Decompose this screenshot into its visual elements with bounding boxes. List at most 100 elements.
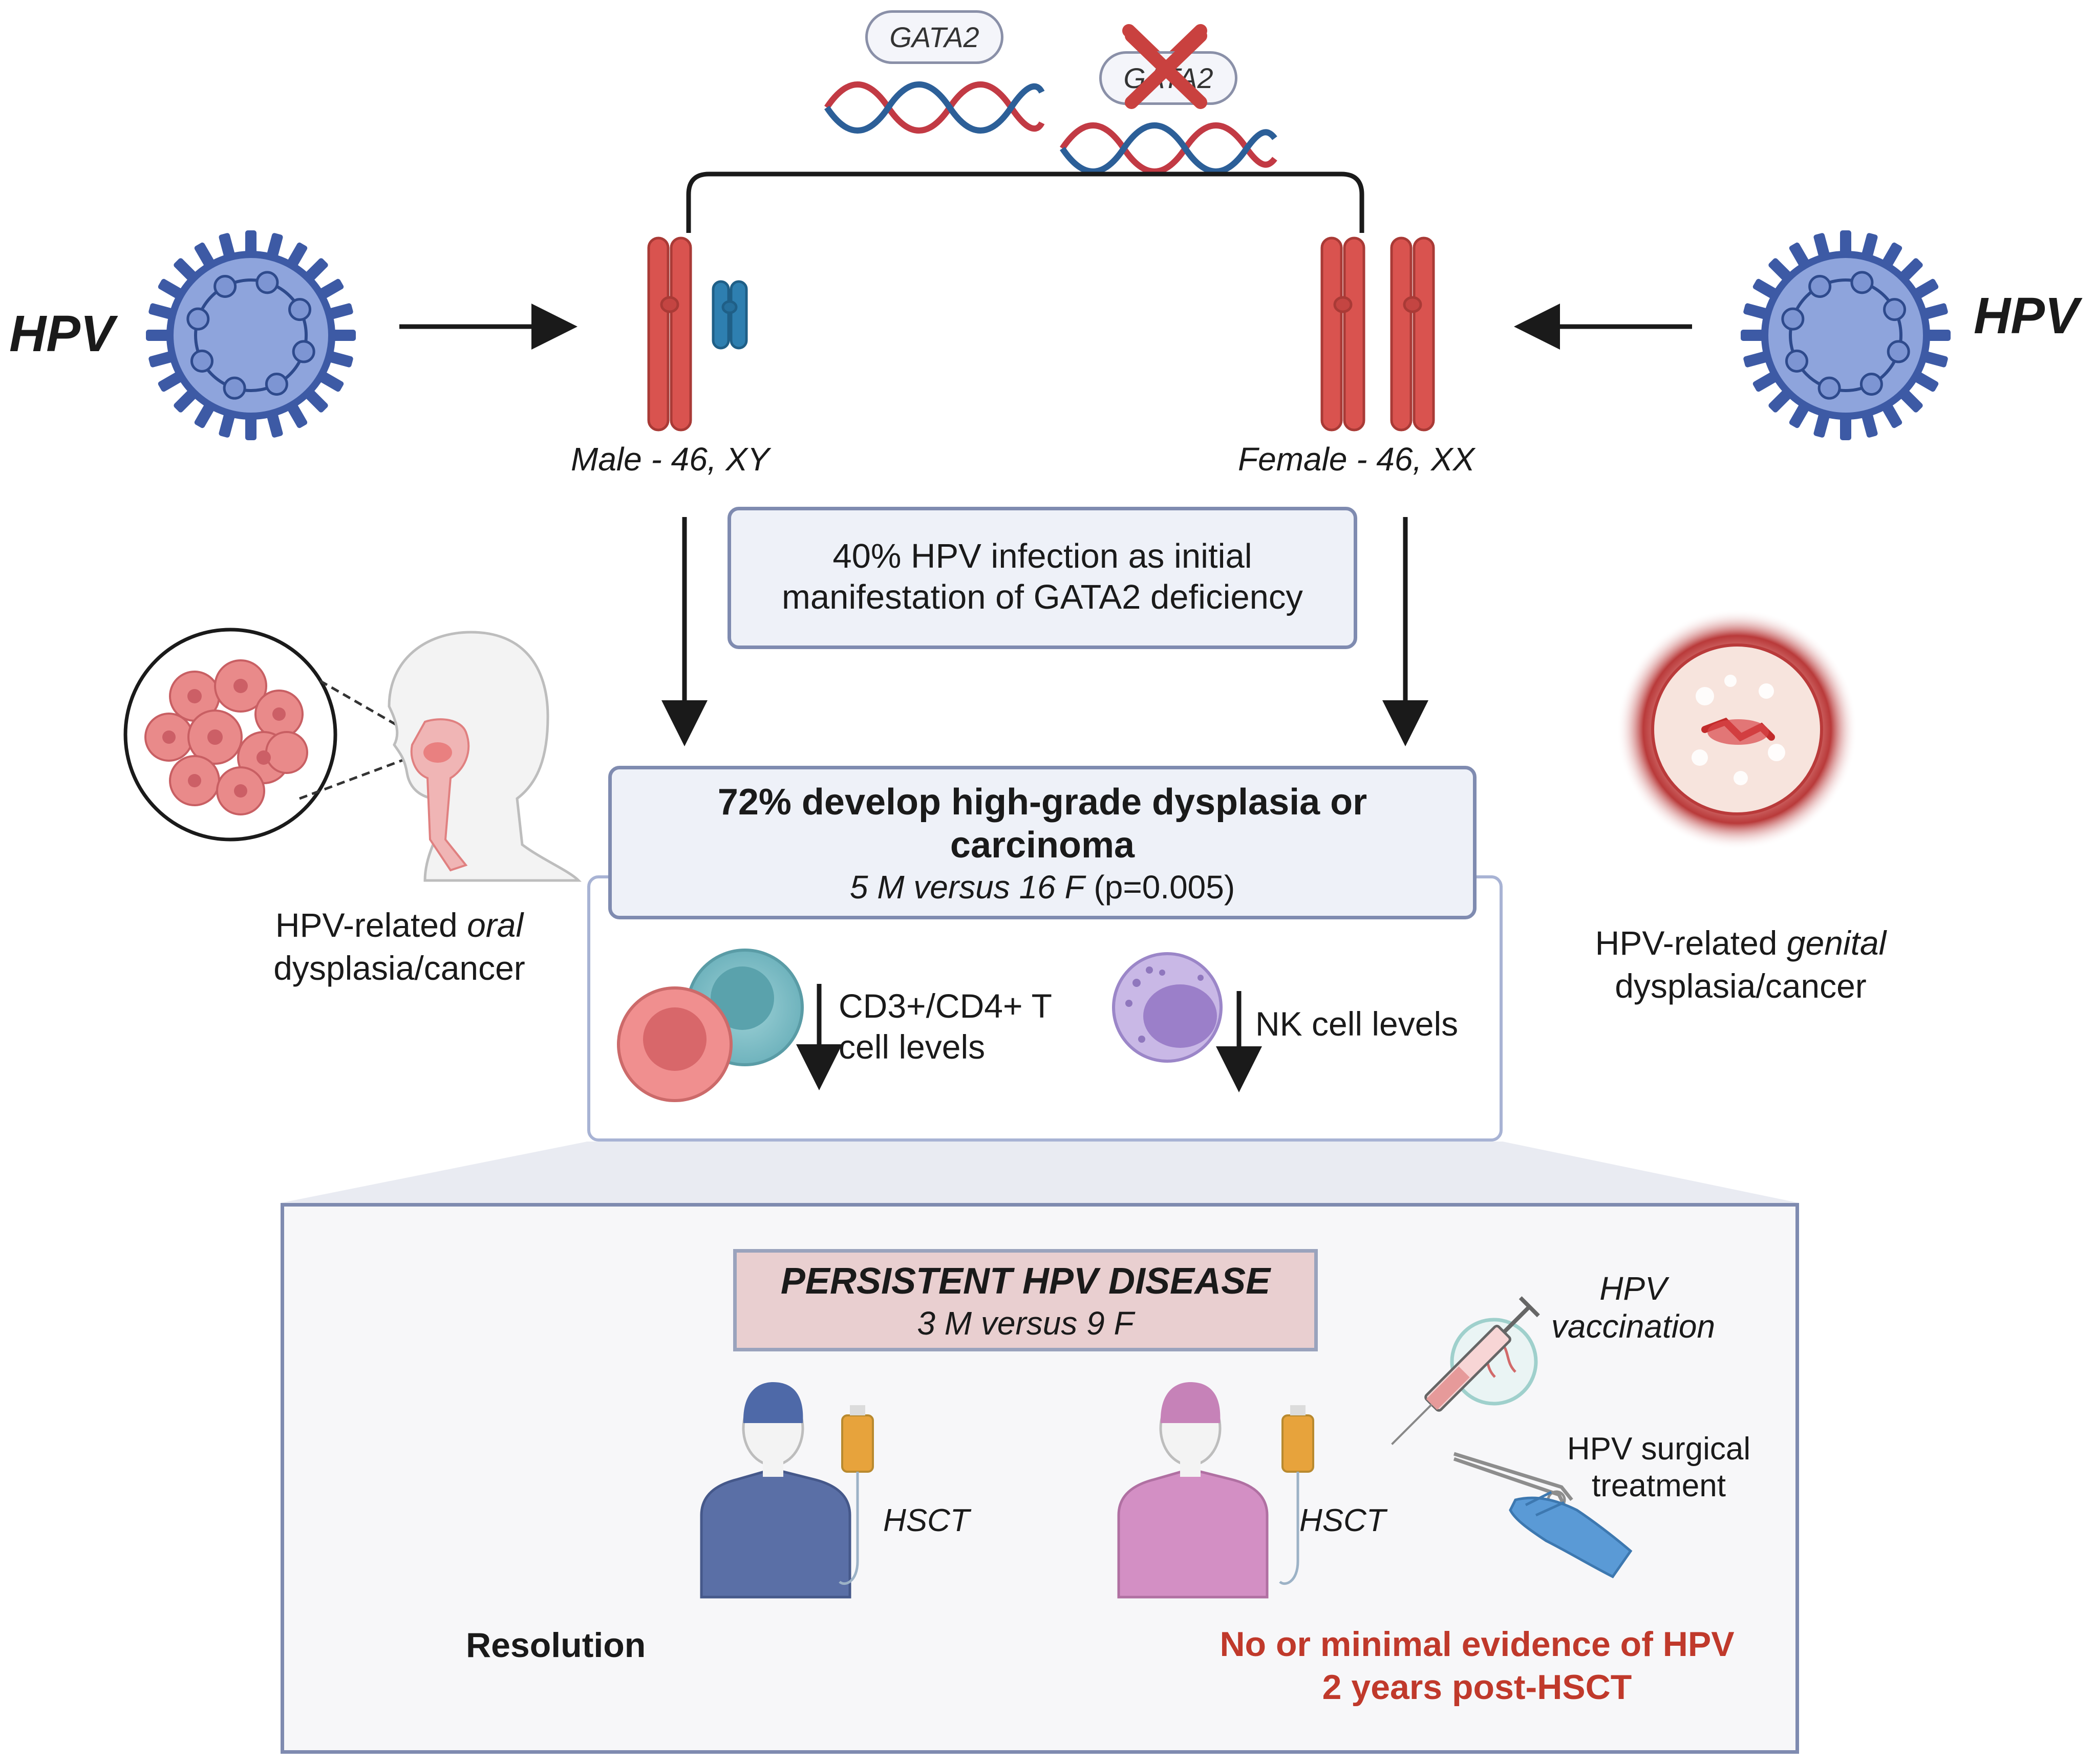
virus-capsomere	[1859, 373, 1883, 396]
surgery-label: HPV surgical treatment	[1546, 1431, 1771, 1504]
genital-lesion-icon	[1617, 609, 1857, 850]
initial-line-2: manifestation of GATA2 deficiency	[782, 578, 1303, 616]
genital-caption-line-1: HPV-related genital	[1541, 921, 1940, 964]
knockout-overlay	[1125, 29, 1207, 109]
tcell-label-line-2: cell levels	[839, 1028, 986, 1066]
chromosome-x-female-1-icon	[1320, 236, 1365, 432]
zoom-dashed-lines	[299, 679, 410, 800]
virus-spike	[287, 242, 308, 268]
surgery-line-1: HPV surgical	[1567, 1431, 1751, 1467]
no-evidence-line-2: 2 years post-HSCT	[1322, 1668, 1632, 1707]
virus-capsomere	[265, 373, 288, 396]
genital-caption-prefix: HPV-related	[1595, 924, 1787, 962]
virus-spike	[267, 412, 283, 438]
oral-caption-italic: oral	[467, 906, 524, 944]
genital-caption-italic: genital	[1786, 924, 1887, 962]
persistent-disease-box: PERSISTENT HPV DISEASE 3 M versus 9 F	[733, 1249, 1318, 1351]
virus-capsomere	[190, 349, 213, 373]
iv-bag-right-icon	[1279, 1405, 1314, 1585]
chromosome-x-male-icon	[647, 236, 692, 432]
iv-bag-left-icon	[839, 1405, 874, 1585]
virus-spike	[287, 403, 308, 428]
virus-spike	[1840, 230, 1851, 255]
virus-spike	[1922, 303, 1948, 319]
virus-capsomere	[186, 307, 210, 331]
hpv-virus-left-icon	[146, 230, 356, 440]
outcome-pvalue: (p=0.005)	[1094, 869, 1235, 906]
outcome-line-1: 72% develop high-grade dysplasia or	[717, 782, 1367, 823]
virus-spike	[1743, 351, 1769, 368]
virus-spike	[1862, 233, 1878, 259]
oral-caption: HPV-related oral dysplasia/cancer	[205, 903, 594, 989]
tcell-levels-label: CD3+/CD4+ T cell levels	[839, 985, 1052, 1067]
female-karyotype-label: Female - 46, XX	[1238, 441, 1475, 478]
genital-caption-line-2: dysplasia/cancer	[1615, 967, 1867, 1005]
immune-cells-panel	[587, 875, 1503, 1142]
chromosome-y-icon	[712, 280, 748, 350]
hsct-label-left: HSCT	[883, 1503, 970, 1538]
virus-spike	[1913, 278, 1939, 299]
virus-capsomere	[1785, 349, 1808, 373]
outcome-line-2: carcinoma	[950, 825, 1135, 866]
resolution-label: Resolution	[466, 1626, 646, 1665]
virus-spike	[327, 351, 353, 368]
virus-spike	[148, 303, 175, 319]
head-profile-icon	[388, 631, 582, 882]
patient-female-hsct-icon	[1117, 1382, 1269, 1599]
virus-spike	[331, 330, 356, 341]
virus-spike	[1862, 412, 1878, 438]
virus-spike	[158, 371, 183, 392]
virus-spike	[158, 278, 183, 299]
persistent-subtitle: 3 M versus 9 F	[917, 1305, 1134, 1342]
initial-manifestation-box: 40% HPV infection as initial manifestati…	[728, 507, 1357, 649]
virus-capsomere	[1781, 307, 1805, 331]
vaccination-line-2: vaccination	[1551, 1308, 1716, 1345]
virus-spike	[1926, 330, 1951, 341]
oral-caption-line-1: HPV-related oral	[205, 903, 594, 946]
nk-cell-icon-front	[1112, 952, 1223, 1063]
virus-capsomere	[288, 298, 312, 321]
outcome-box: 72% develop high-grade dysplasia or carc…	[608, 766, 1477, 919]
oral-caption-prefix: HPV-related	[275, 906, 467, 944]
virus-spike	[1881, 242, 1902, 268]
vaccination-line-1: HPV	[1599, 1270, 1667, 1307]
inheritance-bracket	[686, 171, 1364, 233]
vaccination-label: HPV vaccination	[1541, 1270, 1725, 1345]
virus-spike	[194, 403, 215, 428]
patient-male-hsct-icon	[700, 1382, 851, 1599]
virus-spike	[245, 416, 256, 440]
dna-helix-mutant-icon	[1060, 122, 1277, 175]
syringe-vaccine-icon	[1391, 1296, 1540, 1445]
t-cell-icon-front	[617, 949, 804, 1102]
virus-spike	[1743, 303, 1769, 319]
virus-capsomere	[1817, 376, 1841, 400]
oral-tissue-magnified-icon	[123, 628, 337, 842]
virus-capsomere	[213, 274, 237, 298]
chromosome-x-female-2-icon	[1390, 236, 1435, 432]
virus-spike	[267, 233, 283, 259]
virus-capsomere	[1883, 298, 1907, 321]
no-evidence-label: No or minimal evidence of HPV 2 years po…	[1193, 1623, 1761, 1709]
virus-spike	[1840, 416, 1851, 440]
virus-capsomere	[1850, 271, 1874, 294]
gata2-gene-text: GATA2	[889, 21, 979, 53]
tcell-label-line-1: CD3+/CD4+ T	[839, 987, 1052, 1025]
virus-spike	[219, 233, 235, 259]
virus-capsomere	[1887, 340, 1910, 363]
virus-capsomere	[292, 340, 315, 363]
virus-spike	[318, 371, 344, 392]
outcome-comparison-italic: 5 M versus 16 F	[849, 869, 1085, 906]
dna-helix-icon	[824, 81, 1045, 134]
surgery-line-2: treatment	[1592, 1468, 1726, 1503]
virus-spike	[245, 230, 256, 255]
virus-spike	[194, 242, 215, 268]
virus-spike	[1741, 330, 1765, 341]
virus-spike	[1789, 403, 1810, 428]
virus-capsomere	[1808, 274, 1832, 298]
virus-spike	[1813, 412, 1830, 438]
gene-knockout-x-overlay-icon	[1125, 29, 1207, 109]
no-evidence-line-1: No or minimal evidence of HPV	[1220, 1625, 1735, 1664]
initial-line-1: 40% HPV infection as initial	[832, 537, 1252, 575]
virus-capsomere	[255, 271, 279, 294]
